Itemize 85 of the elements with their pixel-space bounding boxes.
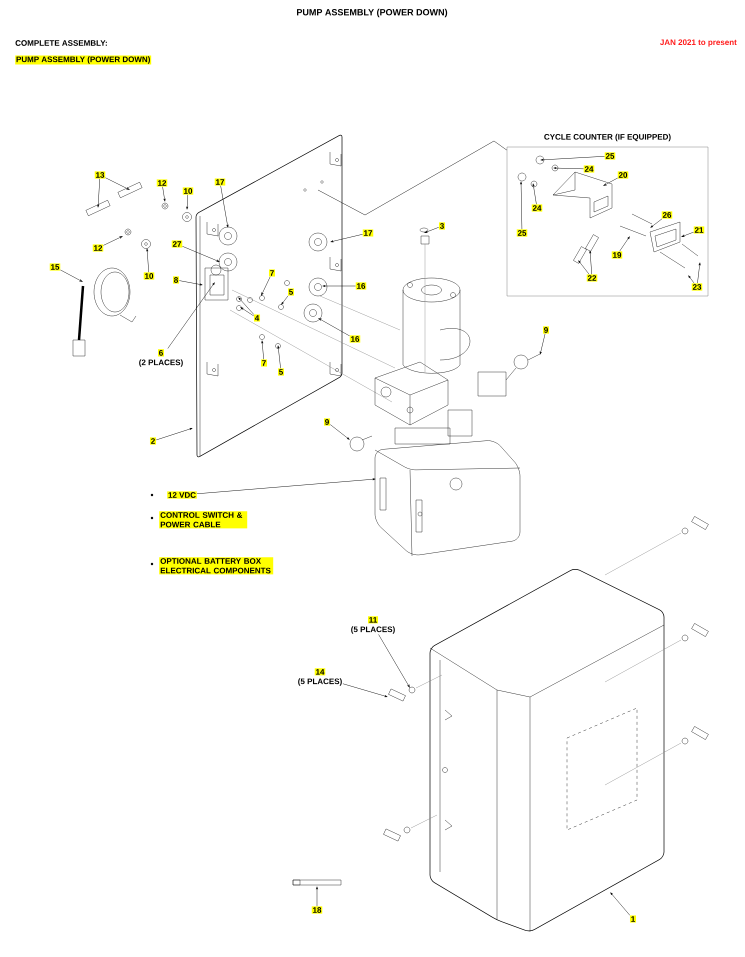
leader-arrow	[681, 232, 694, 237]
callout-number: 21	[694, 226, 704, 234]
callout-number: 22	[586, 274, 598, 282]
callout-number: 15	[50, 263, 60, 271]
leader-arrow	[520, 182, 522, 230]
callout-number: 5	[278, 368, 284, 376]
leader-arrow	[179, 280, 202, 286]
node-label: CYCLE COUNTER (IF EQUIPPED)	[544, 134, 671, 142]
leader-arrow	[97, 178, 100, 208]
leader-arrow	[330, 234, 363, 242]
leader-arrow	[650, 218, 662, 228]
leader-arrow	[342, 684, 388, 698]
leader-arrow	[238, 297, 254, 315]
callout-number: 6 (2 PLACES)	[139, 349, 183, 367]
callout-number: 7	[268, 269, 276, 277]
leader-arrow	[330, 424, 350, 440]
callout-number: 14 (5 PLACES)	[298, 668, 342, 686]
callout-number: 1	[630, 915, 636, 923]
leader-arrow	[540, 334, 546, 355]
leader-arrow	[316, 886, 318, 906]
leader-arrow	[146, 248, 149, 272]
note-text: 12 VDC	[167, 491, 197, 499]
callout-number: 23	[692, 283, 702, 291]
callout-number: 24	[532, 204, 542, 212]
leader-arrow	[261, 276, 270, 296]
leader-arrow	[182, 246, 220, 262]
leader-arrow	[196, 478, 376, 494]
leader-arrow	[610, 892, 630, 916]
callout-number: 13	[94, 171, 106, 179]
leader-arrow	[168, 282, 215, 349]
callout-number: 5	[288, 288, 294, 296]
note-text: CONTROL SWITCH & POWER CABLE	[159, 511, 248, 528]
leader-arrow	[532, 184, 537, 204]
callout-number: 27	[172, 240, 182, 248]
leader-arrow	[589, 250, 592, 274]
leader-arrow	[186, 194, 188, 210]
leader-line	[318, 140, 508, 216]
note-text: OPTIONAL BATTERY BOX ELECTRICAL COMPONENTS	[159, 557, 274, 574]
callout-number: 9	[542, 326, 550, 334]
leader-arrow	[261, 340, 264, 360]
date-text: JAN 2021 to present	[660, 39, 737, 47]
leader-arrow	[156, 428, 193, 440]
leader-arrow	[240, 307, 254, 316]
callout-number: 7	[260, 359, 268, 367]
callout-number: 3	[438, 222, 446, 230]
heading-text: COMPLETE ASSEMBLY:	[16, 40, 107, 46]
callout-number: 24	[584, 165, 594, 173]
callout-number: 9	[324, 418, 330, 426]
leader-arrow	[378, 634, 410, 688]
callout-number: 18	[312, 906, 322, 914]
leader-arrow	[105, 178, 130, 190]
callout-number: 16	[356, 282, 366, 290]
callout-number: 12	[156, 179, 168, 187]
leader-arrow	[424, 227, 439, 233]
callout-number: 26	[662, 211, 672, 219]
leader-arrow	[554, 167, 584, 170]
callout-number: 16	[350, 335, 360, 343]
callout-number: 19	[612, 251, 622, 259]
callout-number: 25	[604, 152, 616, 160]
leader-arrow	[60, 270, 83, 282]
page-title: PUMP ASSEMBLY (POWER DOWN)	[297, 8, 448, 18]
leader-arrow	[318, 318, 350, 336]
callout-number: 25	[516, 229, 528, 237]
callout-number: 10	[182, 187, 194, 195]
callout-number: 2	[150, 437, 156, 445]
callout-number: 17	[214, 178, 226, 186]
assembly-name: PUMP ASSEMBLY (POWER DOWN)	[15, 55, 152, 65]
leader-arrow	[277, 346, 281, 368]
callout-number: 11 (5 PLACES)	[351, 616, 395, 634]
leader-arrow	[281, 296, 288, 305]
leader-arrow	[688, 275, 694, 284]
callout-number: 10	[144, 272, 154, 280]
leader-arrow	[603, 178, 618, 186]
callout-number: 12	[92, 244, 104, 252]
leader-arrow	[322, 284, 356, 288]
callout-number: 17	[362, 229, 374, 237]
leader-arrow	[619, 236, 630, 252]
leader-arrow	[103, 236, 123, 246]
callout-number: 4	[254, 314, 260, 322]
leader-arrow	[162, 186, 166, 202]
callout-number: 20	[618, 171, 628, 179]
callout-number: 8	[172, 276, 180, 284]
leader-arrow	[697, 262, 701, 284]
leader-arrow	[220, 186, 228, 228]
leader-arrow	[578, 260, 590, 274]
